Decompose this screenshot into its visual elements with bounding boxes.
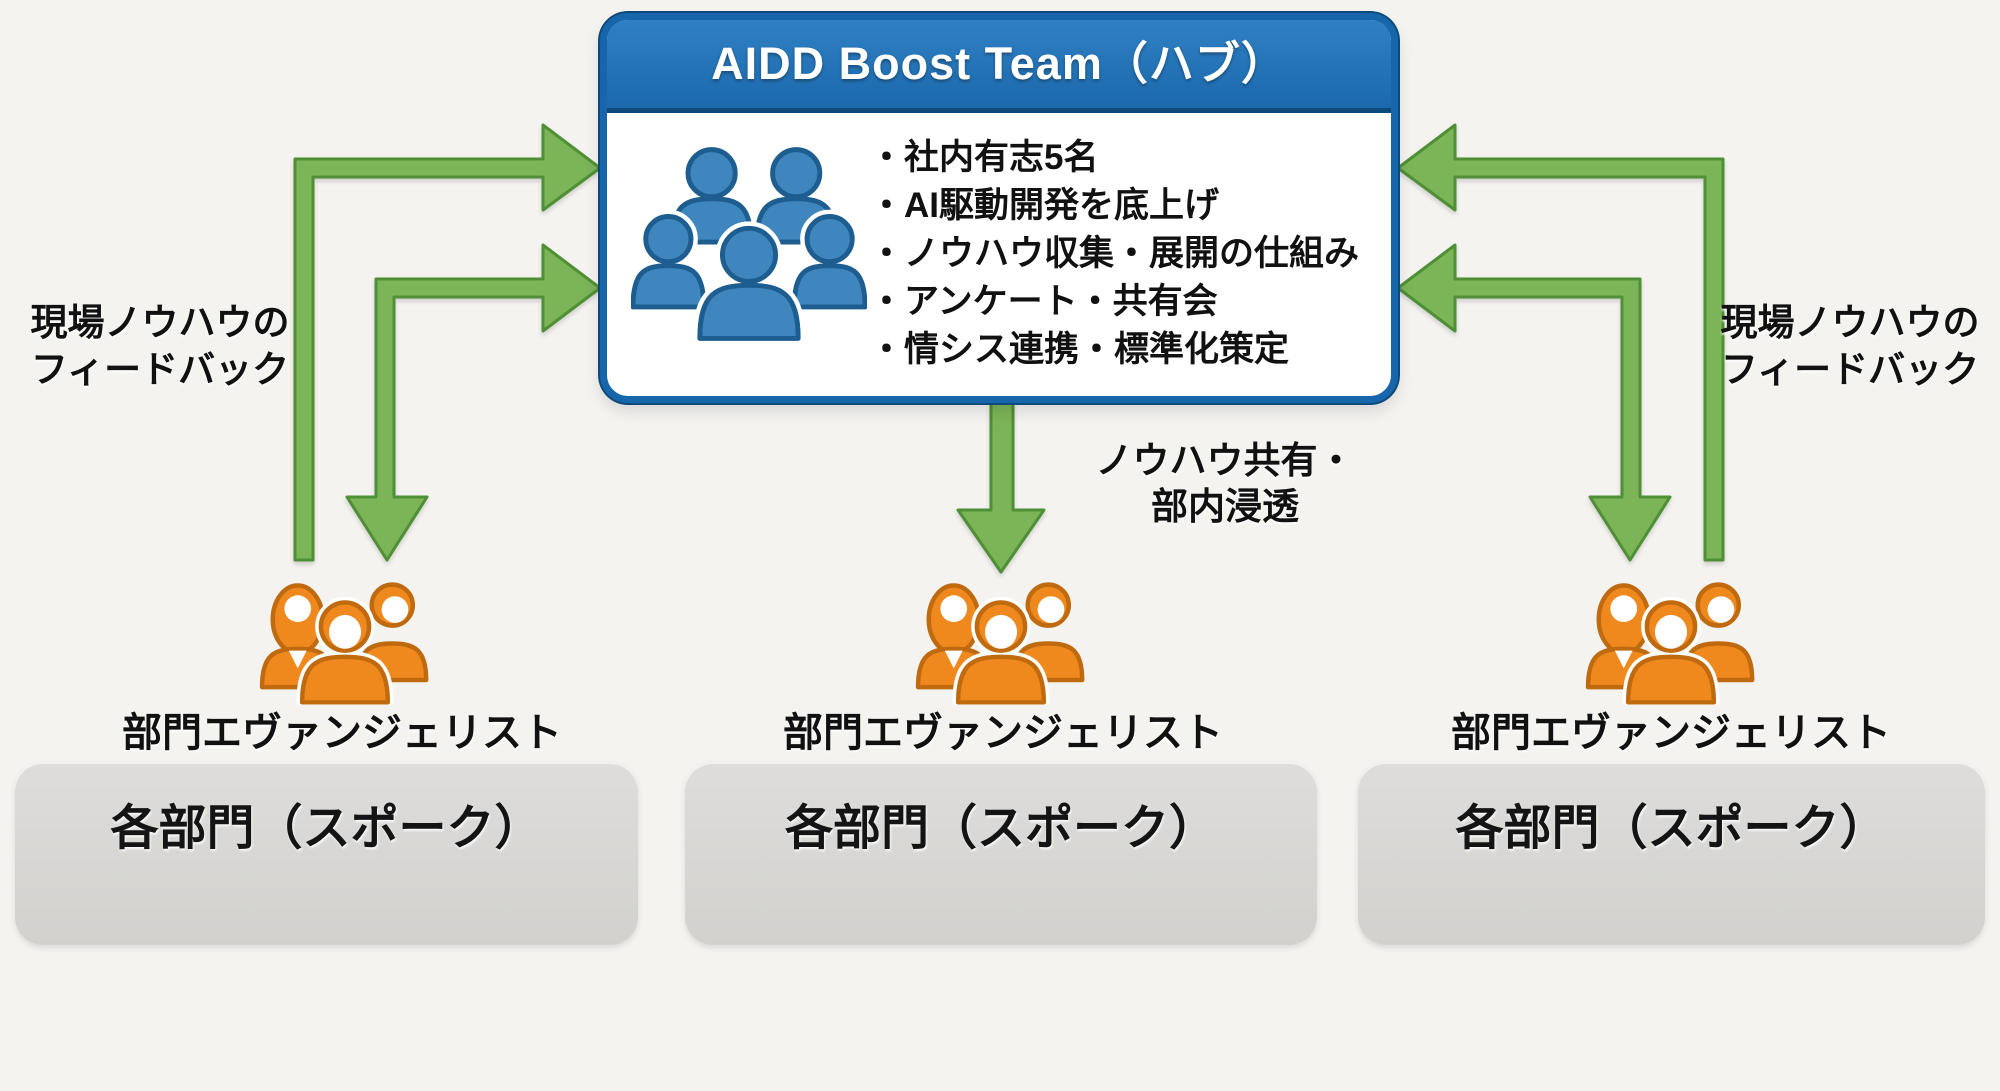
share-label-center: ノウハウ共有・ 部内浸透 [1025,438,1425,530]
hub-header: AIDD Boost Team（ハブ） [607,20,1391,113]
arrow-left-elbow-double [345,243,602,562]
person-man-front [296,596,394,705]
feedback-label-right: 現場ノウハウの フィードバック [1695,299,2000,393]
evangelist-label: 部門エヴァンジェリスト [1451,711,1891,755]
hub-bullet: ・AI駆動開発を底上げ [869,186,1220,225]
department-label: 各部門（スポーク） [784,802,1217,855]
hub-bullet: ・アンケート・共有会 [869,282,1218,321]
hub-bullet: ・社内有志5名 [869,138,1099,177]
arrow-right-elbow-double [1396,243,1672,562]
evangelist-label: 部門エヴァンジェリスト [783,711,1223,755]
hub-bullet-list: ・社内有志5名 ・AI駆動開発を底上げ ・ノウハウ収集・展開の仕組み ・アンケー… [869,134,1359,374]
share-label-line1: ノウハウ共有・ [1095,440,1355,481]
arrow-right-feedback-up [1396,123,1725,562]
orange-team-icon [915,582,1085,705]
feedback-label-left: 現場ノウハウの フィードバック [5,299,315,393]
hub-bullet: ・ノウハウ収集・展開の仕組み [869,234,1360,273]
person-front [692,221,806,346]
evangelist-label: 部門エヴァンジェリスト [122,711,562,755]
person-man-front [952,596,1050,705]
orange-team-icon [1585,582,1755,705]
feedback-label-right-line1: 現場ノウハウの [1720,302,1980,343]
blue-team-icon [631,147,867,346]
feedback-label-left-line2: フィードバック [30,349,290,390]
hub-title: AIDD Boost Team（ハブ） [711,38,1287,89]
arrow-left-feedback-up [293,123,602,562]
person-mid-right [787,209,867,314]
department-box: 各部門（スポーク） [15,762,638,945]
department-label: 各部門（スポーク） [1455,802,1888,855]
department-box: 各部門（スポーク） [1358,762,1985,945]
person-mid-left [631,209,711,314]
feedback-label-left-line1: 現場ノウハウの [30,302,290,343]
feedback-label-right-line2: フィードバック [1720,349,1980,390]
person-man-front [1622,596,1720,705]
orange-team-icon [259,582,429,705]
share-label-line2: 部内浸透 [1151,486,1299,527]
hub-box: AIDD Boost Team（ハブ） [600,13,1398,403]
hub-bullet: ・情シス連携・標準化策定 [869,330,1290,369]
department-box: 各部門（スポーク） [685,762,1317,945]
department-label: 各部門（スポーク） [110,802,543,855]
